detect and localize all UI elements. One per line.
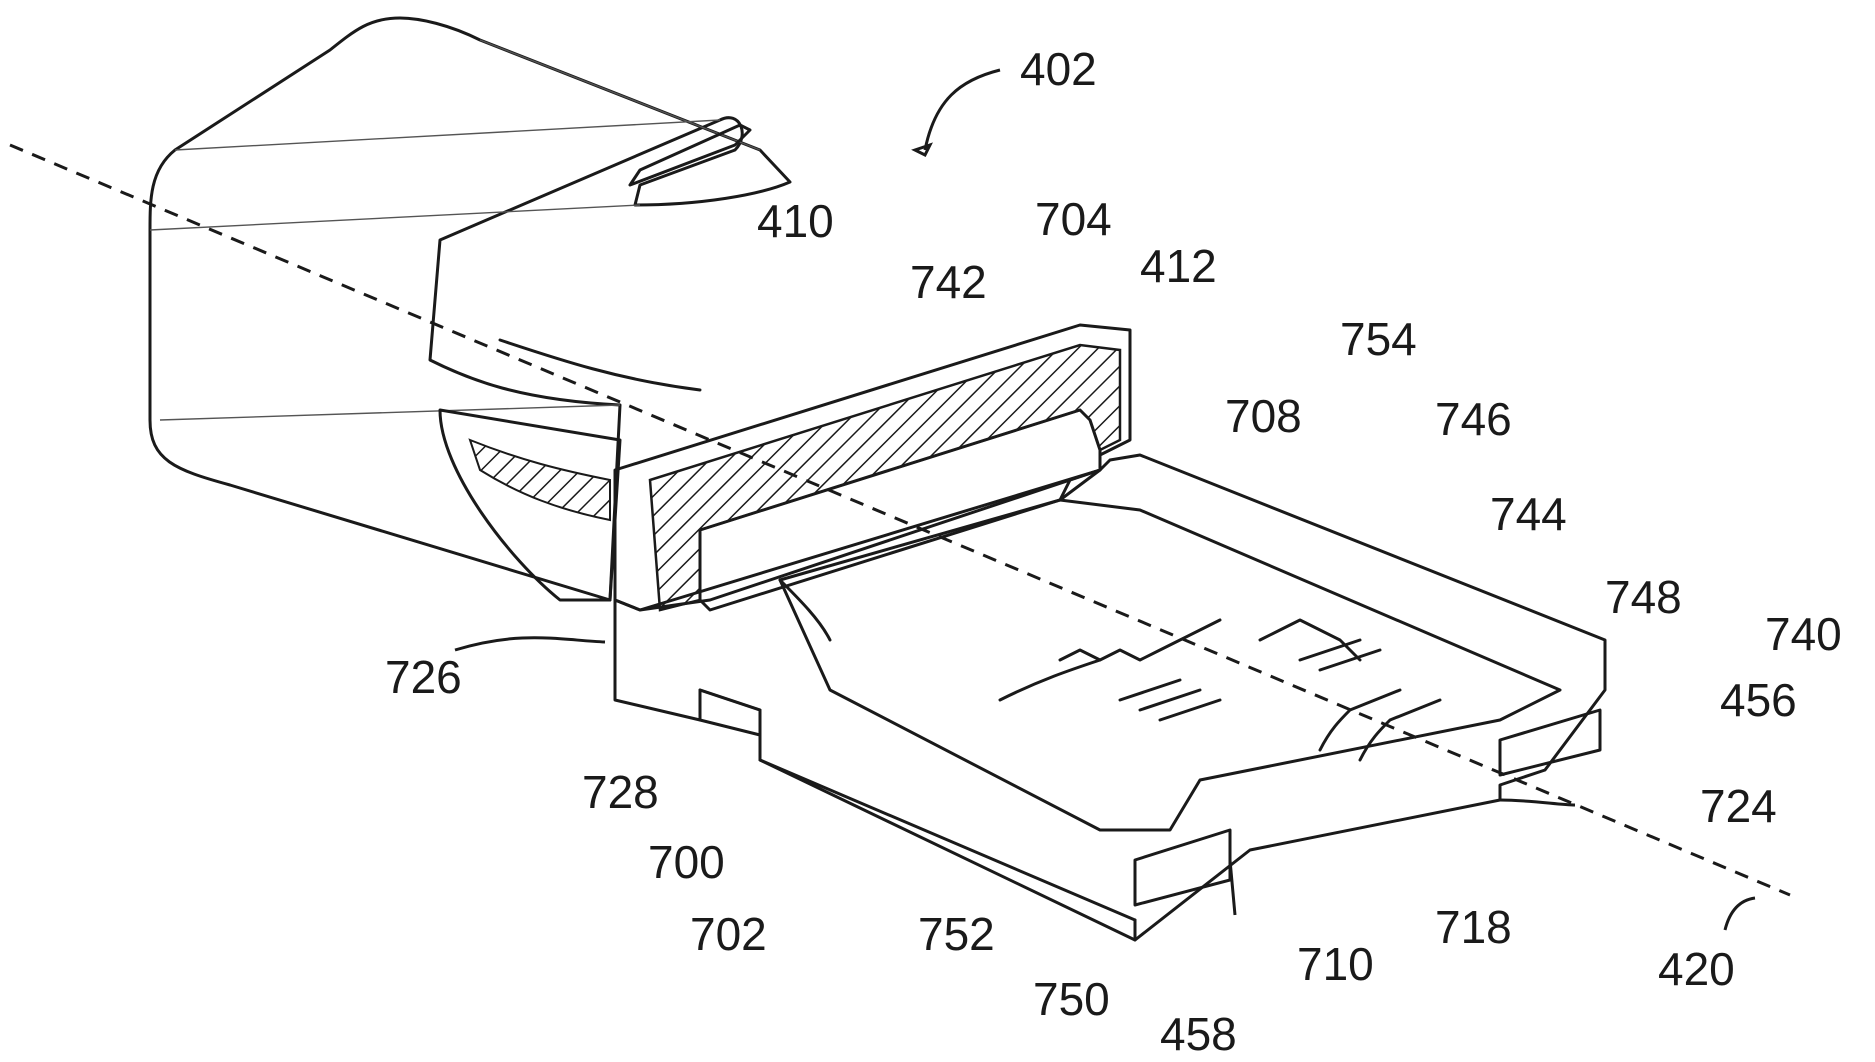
label-420: 420: [1658, 943, 1735, 995]
label-740: 740: [1765, 608, 1842, 660]
contact-springs: [1000, 620, 1440, 760]
latch-windows: [1135, 710, 1600, 905]
label-708: 708: [1225, 390, 1302, 442]
label-456: 456: [1720, 674, 1797, 726]
label-724: 724: [1700, 780, 1777, 832]
plug-body: [615, 455, 1605, 940]
label-728: 728: [582, 766, 659, 818]
label-726: 726: [385, 651, 462, 703]
label-458: 458: [1160, 1008, 1237, 1060]
label-718: 718: [1435, 901, 1512, 953]
label-748: 748: [1605, 571, 1682, 623]
reference-numerals: 402 410 704 742 412 754 708 746 744 748 …: [385, 43, 1842, 1060]
label-700: 700: [648, 836, 725, 888]
label-750: 750: [1033, 973, 1110, 1025]
label-410: 410: [757, 195, 834, 247]
contact-deck: [780, 470, 1560, 830]
label-752: 752: [918, 908, 995, 960]
label-742: 742: [910, 256, 987, 308]
cable-opening: [440, 410, 620, 600]
label-710: 710: [1297, 938, 1374, 990]
label-746: 746: [1435, 393, 1512, 445]
label-412: 412: [1140, 240, 1217, 292]
label-754: 754: [1340, 313, 1417, 365]
label-744: 744: [1490, 488, 1567, 540]
label-704: 704: [1035, 193, 1112, 245]
shell-frame: [615, 325, 1130, 610]
label-702: 702: [690, 908, 767, 960]
label-402: 402: [1020, 43, 1097, 95]
